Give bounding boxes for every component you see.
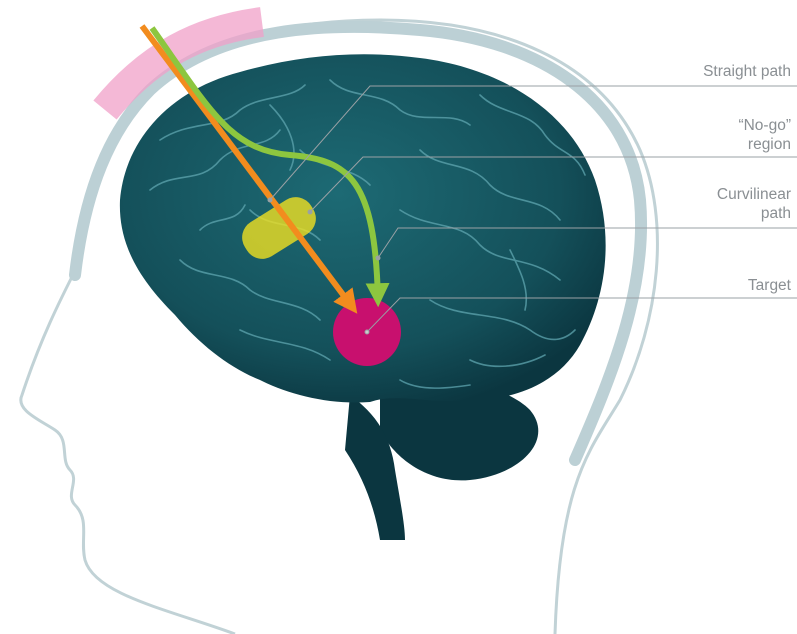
label-straight-path: Straight path: [703, 62, 791, 81]
leader-dot-straight: [268, 198, 272, 202]
label-no-go-region: “No-go” region: [738, 116, 791, 154]
leader-dot-no-go: [308, 210, 312, 214]
label-target: Target: [748, 276, 791, 295]
brain: [120, 54, 606, 540]
leader-dot-target: [365, 330, 369, 334]
label-curvilinear-path: Curvilinear path: [717, 185, 791, 223]
leader-dot-curvilinear: [376, 256, 380, 260]
